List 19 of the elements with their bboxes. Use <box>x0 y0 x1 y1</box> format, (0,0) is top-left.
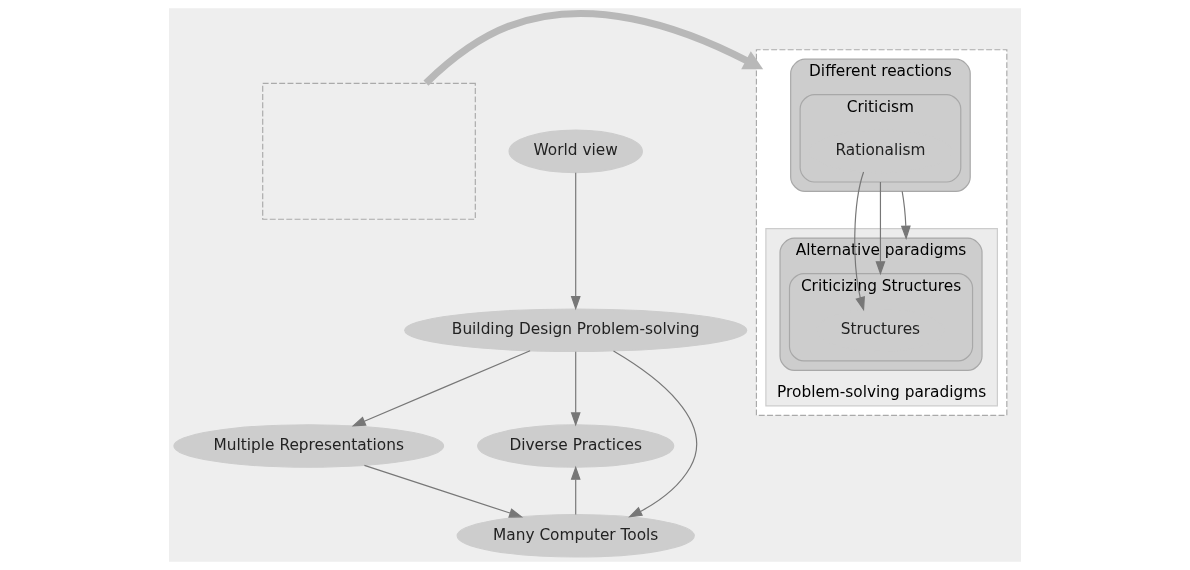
node-ellipse: Diverse Practices <box>477 424 675 468</box>
arrow <box>423 10 764 86</box>
cluster <box>755 49 1008 416</box>
arrow <box>570 465 581 515</box>
node-ellipse: Building Design Problem-solving <box>404 308 748 353</box>
arrow <box>570 351 581 427</box>
node-ellipse: World view <box>508 129 643 174</box>
arrow <box>854 171 865 312</box>
arrow <box>363 464 524 518</box>
node-ellipse: Many Computer Tools <box>456 513 695 558</box>
node-box <box>262 82 476 220</box>
arrow <box>875 181 886 276</box>
arrow <box>570 172 581 311</box>
node-text: Structures <box>840 320 921 339</box>
arrow <box>612 350 698 518</box>
arrow <box>351 350 531 427</box>
node-ellipse: Multiple Representations <box>173 424 445 468</box>
node-text: Rationalism <box>835 141 926 160</box>
arrow <box>900 190 911 240</box>
